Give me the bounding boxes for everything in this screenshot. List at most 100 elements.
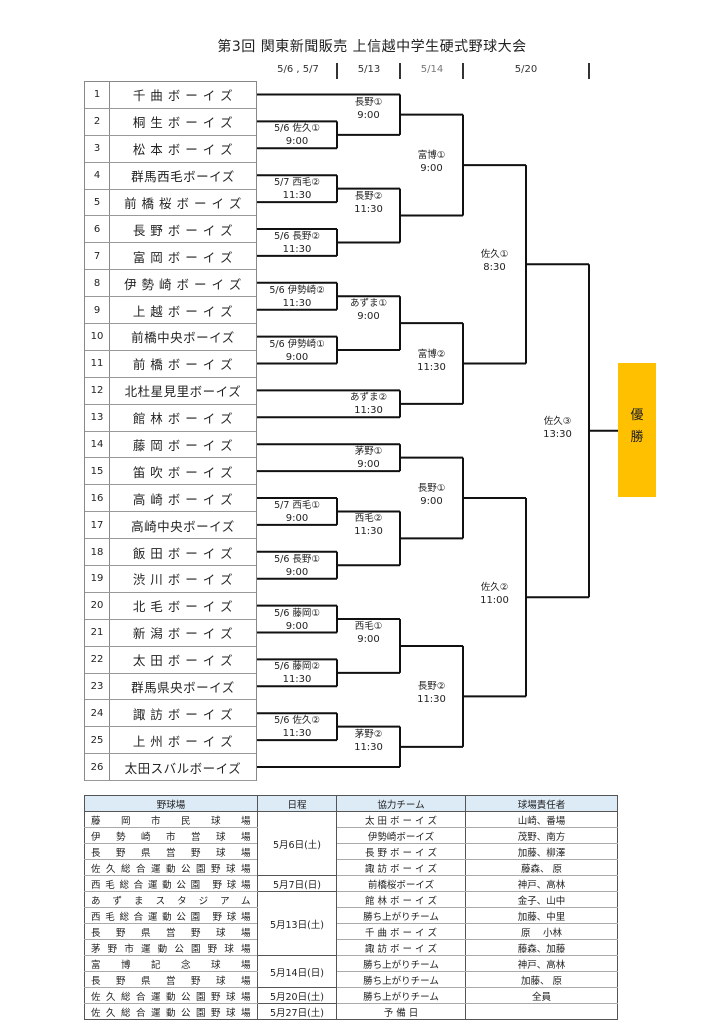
venue-cell: 佐久総合運動公園野球場 (84, 859, 258, 876)
date-cell: 5月27日(土) (257, 1003, 337, 1020)
game-venue: 長野① (354, 96, 383, 108)
game-time: 11:00 (480, 595, 509, 607)
tournament-bracket (257, 93, 618, 768)
game-venue: 茅野① (354, 446, 383, 458)
header-staff: 球場責任者 (465, 795, 618, 812)
venue-cell: 伊勢崎市営球場 (84, 827, 258, 844)
staff-cell: 加藤、柳澤 (465, 843, 618, 860)
staff-cell: 原 小林 (465, 923, 618, 940)
game-venue: 富博① (417, 150, 446, 162)
team-row: 4 群馬西毛ボーイズ (85, 162, 256, 190)
staff-cell: 山崎、番場 (465, 811, 618, 828)
game-venue: 5/7 西毛② (274, 177, 320, 189)
team-number: 21 (85, 619, 110, 646)
team-number: 2 (85, 108, 110, 135)
team-name: 伊 勢 崎 ボ ー イ ズ (124, 276, 242, 292)
header-team: 協力チーム (336, 795, 466, 812)
table-row: 伊勢崎市営球場伊勢崎ボーイズ茂野、南方 (84, 827, 618, 844)
team-cell: 勝ち上がりチーム (336, 955, 466, 972)
team-name: 桐 生 ボ ー イ ズ (132, 115, 234, 131)
staff-cell: 神戸、高林 (465, 875, 618, 892)
game-time: 11:30 (354, 526, 383, 538)
team-cell: 伊勢崎ボーイズ (336, 827, 466, 844)
table-row: 茅野市運動公園野球場諏 訪 ボ ー イ ズ藤森、加藤 (84, 939, 618, 956)
game-venue: 佐久② (480, 582, 509, 594)
game-time: 9:00 (285, 136, 309, 148)
venue-cell: 佐久総合運動公園野球場 (84, 987, 258, 1004)
game-venue: 茅野② (354, 728, 383, 740)
game-time: 9:00 (285, 620, 309, 632)
team-number: 23 (85, 673, 110, 700)
team-number: 26 (85, 754, 110, 781)
team-name: 群馬西毛ボーイズ (131, 169, 235, 185)
game-venue: あずま② (349, 392, 388, 404)
game-venue: 富博② (417, 348, 446, 360)
team-name: 笛 吹 ボ ー イ ズ (132, 464, 234, 480)
team-cell: 諏 訪 ボ ー イ ズ (336, 939, 466, 956)
team-number: 6 (85, 216, 110, 243)
venue-cell: 長野県営野球場 (84, 843, 258, 860)
game-venue: 5/6 藤岡① (274, 607, 320, 619)
team-name: 太 田 ボ ー イ ズ (132, 653, 234, 669)
header-date: 日程 (257, 795, 337, 812)
page-title: 第3回 関東新聞販売 上信越中学生硬式野球大会 (217, 39, 527, 55)
game-venue: 5/6 長野② (274, 231, 320, 242)
champion-label-1: 優 (630, 408, 644, 423)
venue-cell: 長野県営野球場 (84, 923, 258, 940)
game-venue: 5/6 伊勢崎② (269, 284, 325, 296)
round-divider (462, 63, 464, 79)
team-row: 20 北 毛 ボ ー イ ズ (85, 592, 256, 620)
team-number: 25 (85, 727, 110, 754)
team-number: 1 (85, 82, 110, 108)
game-time: 9:00 (357, 311, 380, 323)
team-number: 7 (85, 243, 110, 270)
round-divider (336, 63, 338, 79)
team-name: 前 橋 桜 ボ ー イ ズ (124, 196, 242, 211)
team-name: 諏 訪 ボ ー イ ズ (132, 706, 234, 722)
game-time: 11:30 (417, 361, 446, 373)
game-time: 11:30 (282, 728, 312, 740)
venue-cell: 富博記念球場 (84, 955, 258, 972)
header-venue: 野球場 (84, 795, 258, 812)
team-name: 渋 川 ボ ー イ ズ (132, 572, 234, 588)
team-number: 20 (85, 592, 110, 619)
game-time: 9:00 (285, 513, 309, 524)
team-name: 富 岡 ボ ー イ ズ (132, 249, 234, 265)
game-time: 9:00 (420, 163, 443, 175)
champion-box: 優 勝 (618, 363, 656, 497)
team-name: 藤 岡 ボ ー イ ズ (132, 438, 234, 454)
game-time: 11:30 (417, 694, 446, 706)
table-row: 長野県営野球場勝ち上がりチーム加藤、 原 (84, 971, 618, 988)
team-cell: 勝ち上がりチーム (336, 907, 466, 924)
round-date-1: 5/6 , 5/7 (277, 64, 319, 75)
team-number: 4 (85, 162, 110, 189)
staff-cell: 全員 (465, 987, 618, 1004)
date-cell: 5月13日(土) (257, 891, 337, 956)
team-name: 北 毛 ボ ー イ ズ (132, 599, 234, 615)
team-cell: 勝ち上がりチーム (336, 971, 466, 988)
team-cell: 長 野 ボ ー イ ズ (336, 843, 466, 860)
